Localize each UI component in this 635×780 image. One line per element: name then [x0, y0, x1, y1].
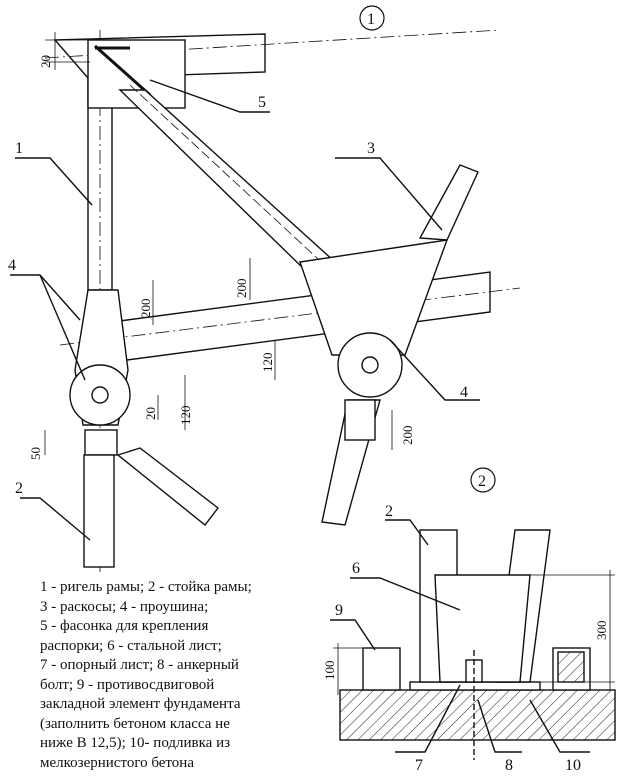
svg-text:20: 20: [143, 407, 158, 420]
legend-line: ниже В 12,5); 10- подливка из: [40, 735, 231, 751]
legend-line: мелкозернистого бетона: [40, 754, 194, 771]
svg-text:200: 200: [234, 279, 249, 299]
detail-2-number: 2: [478, 473, 486, 490]
dim-300: 300: [594, 621, 609, 641]
detail-2-marker: [470, 467, 496, 493]
callout-d2-7: 7: [415, 757, 423, 774]
callout-d2-9: 9: [335, 602, 343, 619]
callout-d2-8: 8: [505, 757, 513, 774]
detail-1-number: 1: [367, 11, 375, 28]
legend-line: 5 - фасонка для крепления: [40, 618, 209, 634]
legend-line: болт; 9 - противосдвиговой: [40, 676, 215, 693]
callout-5: 5: [258, 94, 266, 111]
svg-text:20: 20: [38, 55, 53, 68]
detail-1-marker: [359, 5, 385, 31]
callout-3: 3: [367, 140, 375, 157]
legend: 1 - ригель рамы; 2 - стойка рамы; 3 - ра…: [40, 578, 340, 773]
svg-text:120: 120: [178, 406, 193, 426]
legend-line: 7 - опорный лист; 8 - анкерный: [40, 657, 239, 673]
legend-line: (заполнить бетоном класса не: [40, 715, 230, 732]
svg-text:120: 120: [260, 353, 275, 373]
detail-1-drawing: [10, 29, 521, 575]
callout-2: 2: [15, 480, 23, 497]
callout-d2-2: 2: [385, 503, 393, 520]
callout-1: 1: [15, 140, 23, 157]
legend-line: 3 - раскосы; 4 - проушина;: [40, 598, 209, 615]
callout-d2-6: 6: [352, 560, 360, 577]
svg-text:200: 200: [400, 426, 415, 446]
callout-4-right: 4: [460, 384, 468, 401]
callout-d2-10: 10: [565, 757, 581, 774]
detail-2-drawing: [330, 519, 616, 760]
svg-text:50: 50: [28, 447, 43, 460]
dimensions-d1: 20 200 200 120 120 20 50 200: [28, 55, 415, 460]
legend-line: закладной элемент фундамента: [40, 696, 241, 712]
legend-line: 1 - ригель рамы; 2 - стойка рамы;: [40, 579, 252, 595]
callout-4-left: 4: [8, 257, 16, 274]
svg-text:200: 200: [138, 299, 153, 319]
legend-line: распорки; 6 - стальной лист;: [40, 637, 222, 654]
dim-100: 100: [322, 661, 337, 681]
